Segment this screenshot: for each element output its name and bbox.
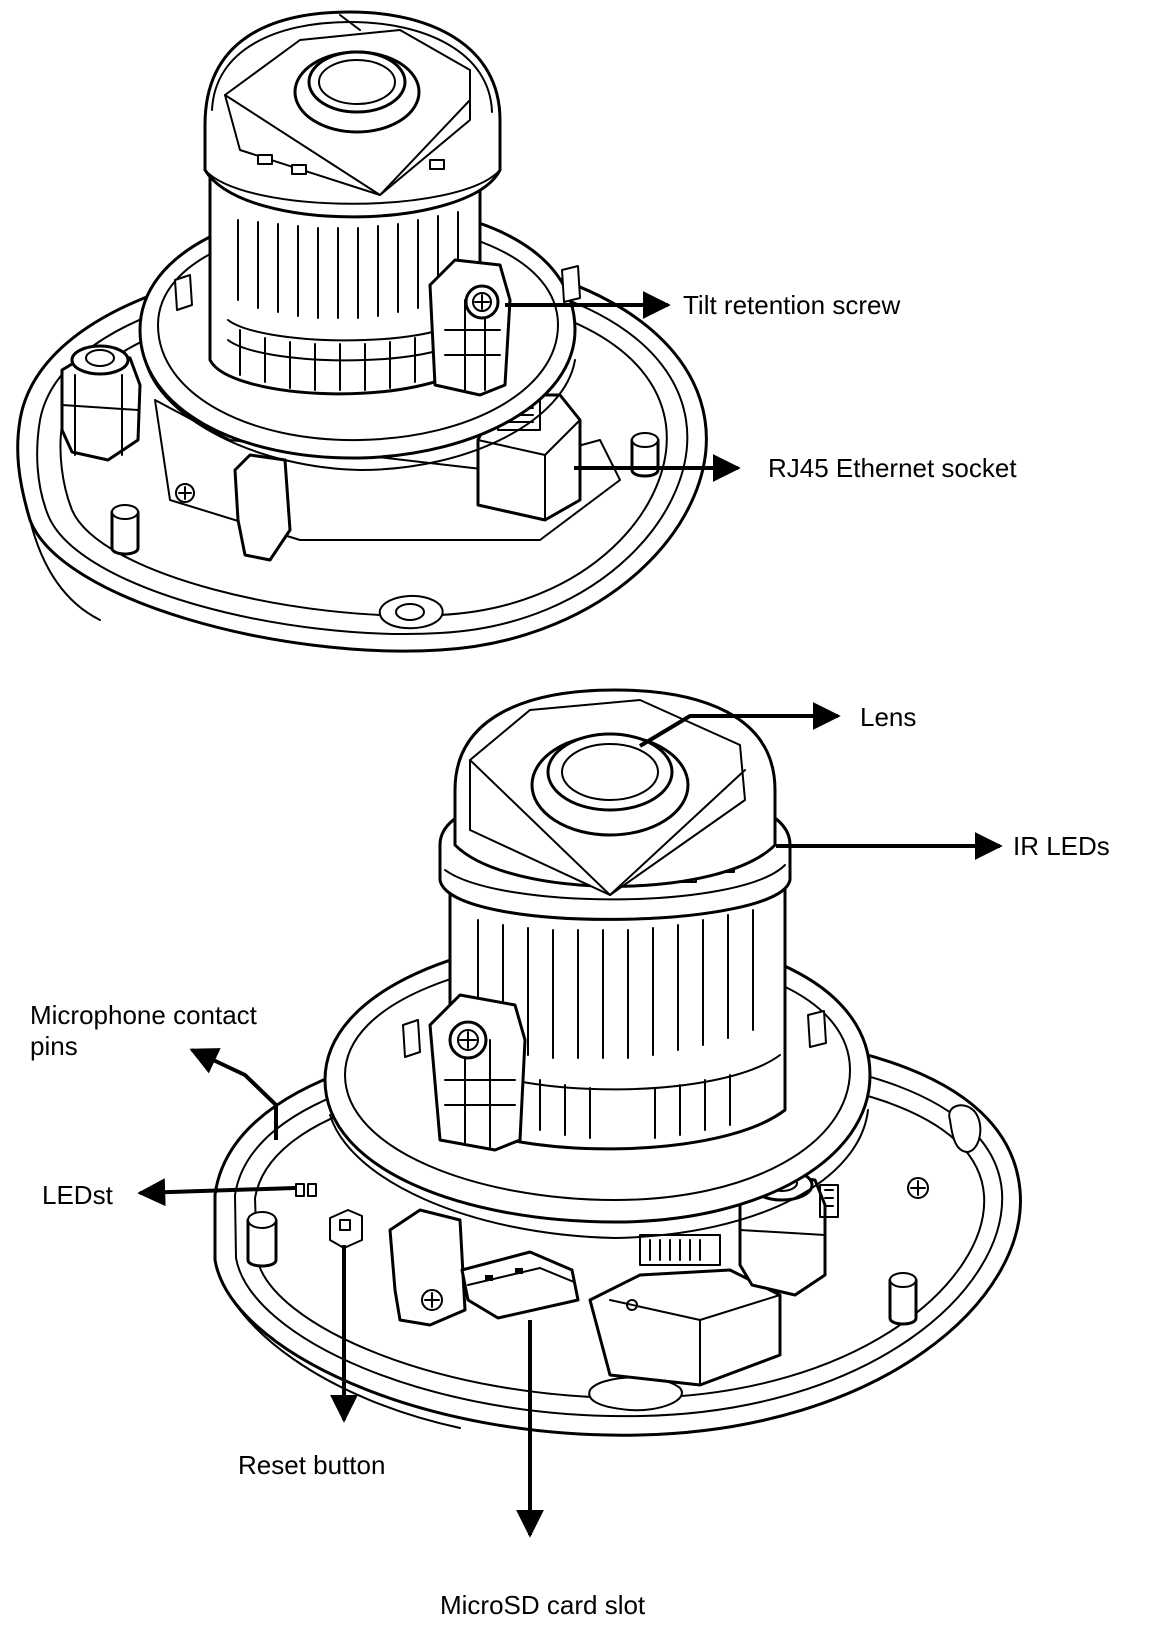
bottom-lens-icon (530, 732, 690, 837)
leds-label: LEDst (42, 1180, 113, 1210)
tilt-retention-screw-label: Tilt retention screw (683, 290, 901, 320)
rj45-ethernet-socket-label: RJ45 Ethernet socket (768, 453, 1017, 483)
top-callout-arrows (505, 291, 741, 482)
tilt-bracket-icon (428, 258, 512, 397)
top-lens-icon (293, 50, 421, 134)
reset-button-icon (329, 1209, 363, 1249)
reset-button-label: Reset button (238, 1450, 386, 1480)
microphone-label-line2: pins (30, 1031, 78, 1062)
leds-arrow (137, 1178, 296, 1207)
microphone-contact-pins-label: Microphone contact pins (30, 1000, 257, 1062)
bottom-camera-illustration (213, 688, 1022, 1437)
top-camera-illustration (16, 10, 708, 653)
microphone-label-line1: Microphone contact (30, 1000, 257, 1030)
lens-arrow (638, 702, 841, 748)
microsd-card-slot-label: MicroSD card slot (440, 1590, 646, 1620)
cable-gland-icon (60, 344, 142, 462)
microsd-slot-icon (460, 1250, 580, 1320)
mic-arrow (189, 1048, 278, 1140)
ir-leds-label: IR LEDs (1013, 831, 1110, 861)
bottom-callout-arrows (137, 702, 1003, 1538)
lens-label: Lens (860, 702, 917, 732)
